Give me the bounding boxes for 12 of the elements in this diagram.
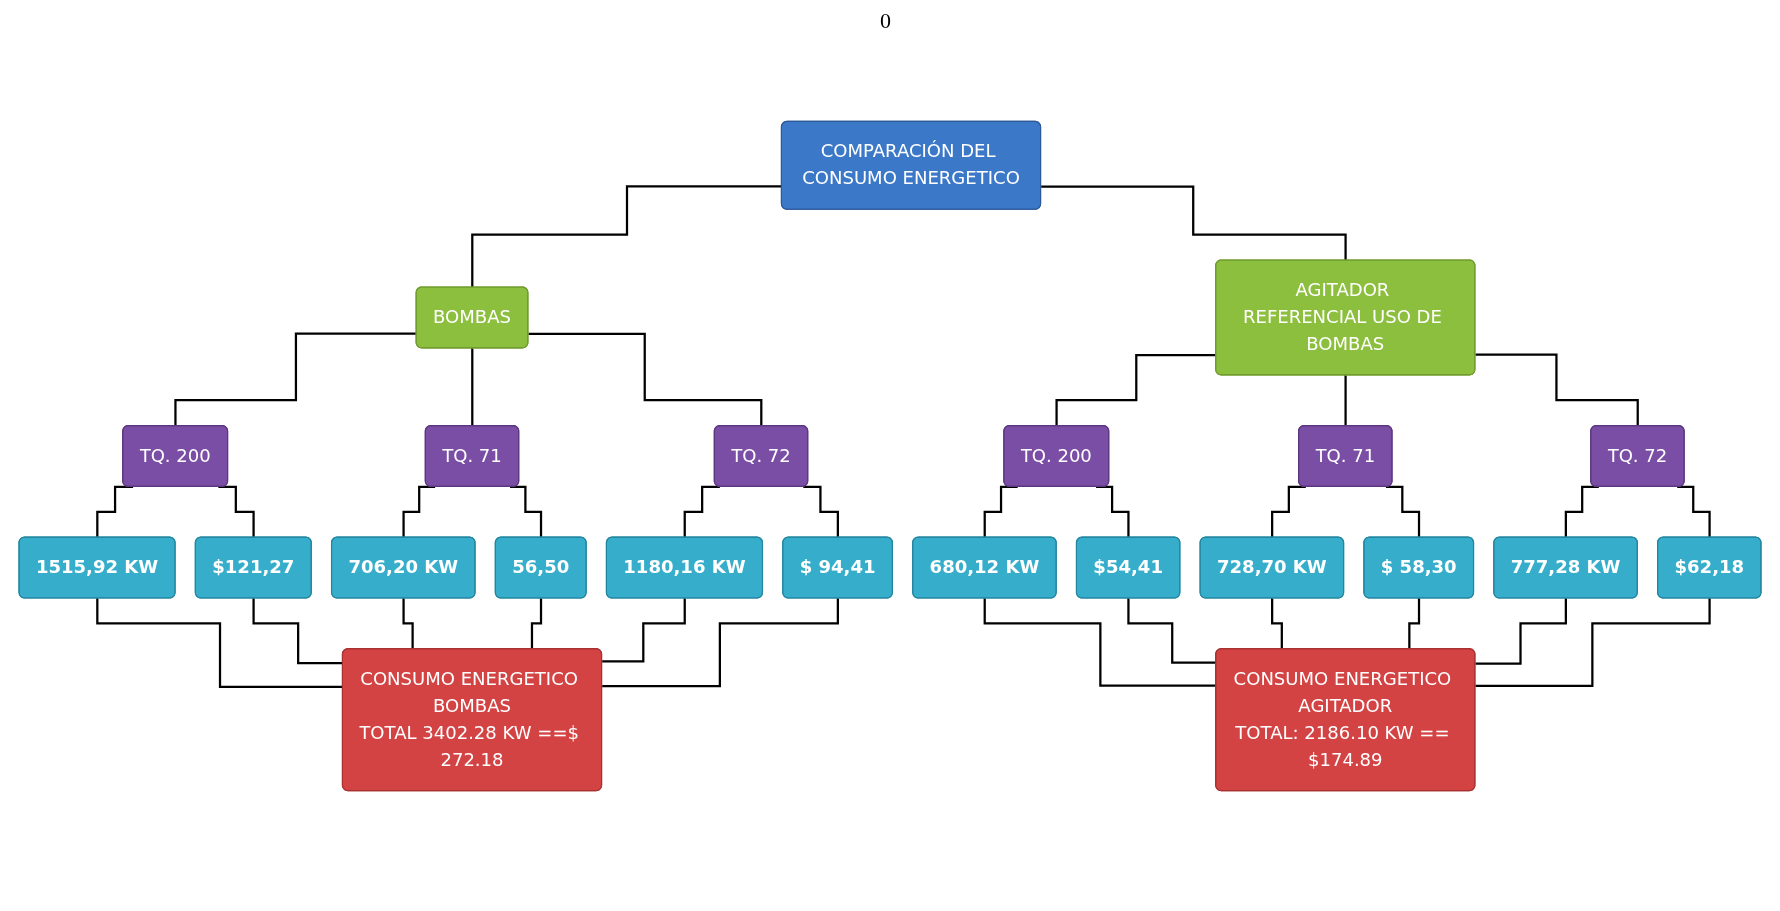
connector [602,596,840,687]
connector [1475,596,1711,687]
connector [471,346,474,427]
connector [602,596,687,663]
note-text: 0 [880,8,891,33]
connector [174,331,417,427]
connector [96,596,343,688]
connector [252,596,343,664]
connector [528,332,763,427]
connector [1475,596,1568,665]
connector [1475,353,1640,427]
connector [1344,373,1347,427]
